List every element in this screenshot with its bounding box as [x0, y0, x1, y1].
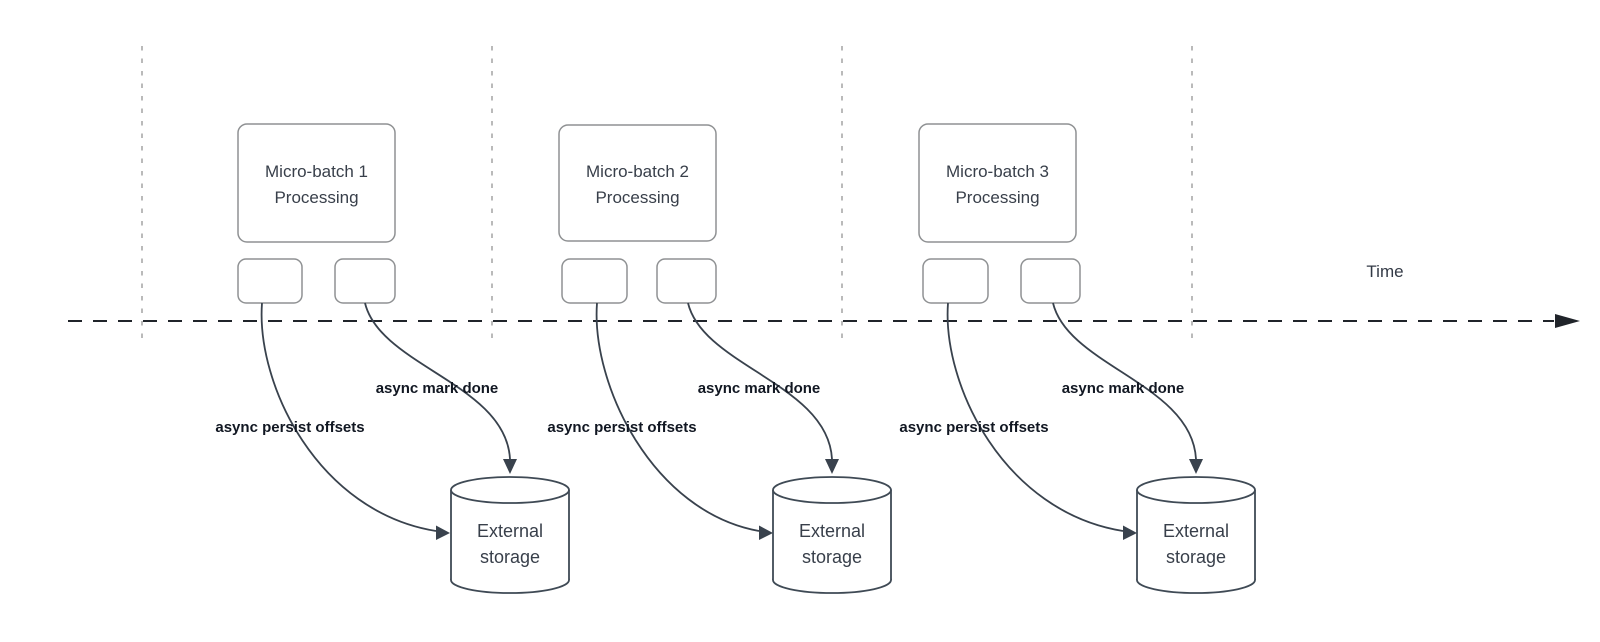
time-axis-arrowhead: [1555, 314, 1580, 328]
mark-done-label: async mark done: [376, 380, 499, 397]
storage-label-line2: storage: [480, 547, 540, 567]
mark-done-arrowhead: [1189, 459, 1203, 474]
storage-cylinder: External storage: [1136, 476, 1256, 594]
processing-box: [558, 124, 717, 242]
persist-offsets-label: async persist offsets: [899, 419, 1048, 436]
task-box-left: [237, 258, 303, 304]
persist-offsets-arrow: [595, 302, 760, 532]
mark-done-arrowhead: [825, 459, 839, 474]
processing-box-label-line2: Processing: [595, 188, 679, 207]
processing-box-label-line1: Micro-batch 3: [946, 162, 1049, 181]
persist-offsets-label: async persist offsets: [547, 419, 696, 436]
mark-done-arrow: [364, 302, 511, 460]
storage-cylinder: External storage: [772, 476, 892, 594]
processing-box-label-line2: Processing: [955, 188, 1039, 207]
micro-batch-group-1: Micro-batch 1 Processing async persist o…: [215, 123, 570, 594]
persist-offsets-arrow: [260, 302, 437, 532]
storage-cylinder: External storage: [450, 476, 570, 594]
mark-done-arrow: [1052, 302, 1197, 460]
time-axis-label: Time: [1366, 262, 1403, 281]
processing-box-label-line1: Micro-batch 2: [586, 162, 689, 181]
time-axis: Time: [68, 262, 1580, 328]
storage-label-line1: External: [799, 521, 865, 541]
persist-offsets-label: async persist offsets: [215, 419, 364, 436]
task-box-right: [334, 258, 396, 304]
storage-label-line1: External: [477, 521, 543, 541]
micro-batch-group-3: Micro-batch 3 Processing async persist o…: [899, 123, 1256, 594]
mark-done-label: async mark done: [698, 380, 821, 397]
task-box-right: [1020, 258, 1081, 304]
mark-done-arrow: [687, 302, 833, 460]
persist-offsets-arrowhead: [1123, 525, 1137, 540]
mark-done-label: async mark done: [1062, 380, 1185, 397]
task-box-left: [561, 258, 628, 304]
processing-box-label-line1: Micro-batch 1: [265, 162, 368, 181]
storage-label-line2: storage: [1166, 547, 1226, 567]
storage-label-line2: storage: [802, 547, 862, 567]
micro-batch-group-2: Micro-batch 2 Processing async persist o…: [547, 124, 892, 594]
mark-done-arrowhead: [503, 459, 517, 474]
processing-box: [237, 123, 396, 243]
processing-box-label-line2: Processing: [274, 188, 358, 207]
storage-label-line1: External: [1163, 521, 1229, 541]
processing-box: [918, 123, 1077, 243]
persist-offsets-arrowhead: [436, 525, 450, 540]
persist-offsets-arrowhead: [759, 525, 773, 540]
task-box-left: [922, 258, 989, 304]
persist-offsets-arrow: [946, 302, 1124, 532]
task-box-right: [656, 258, 717, 304]
